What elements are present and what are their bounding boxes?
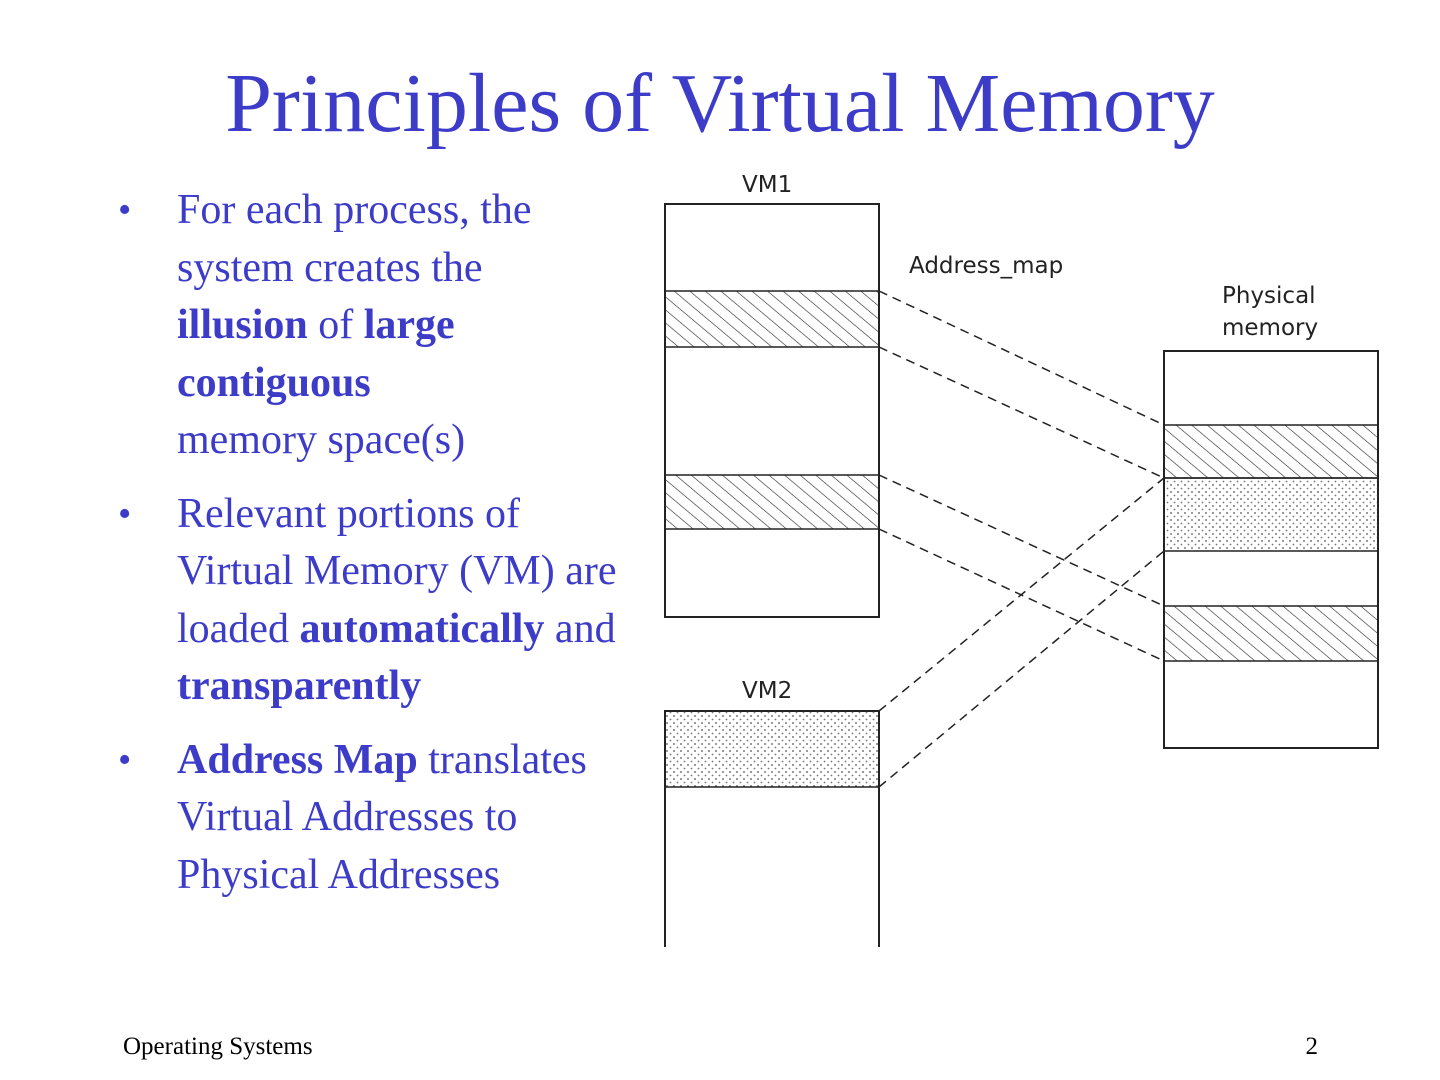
bullet-text: Address Map translates Virtual Addresses… [177,736,587,898]
bullet-dot-icon: • [118,738,132,781]
bullet-list: • For each process, the system creates t… [118,182,618,920]
bullet-item: • Relevant portions of Virtual Memory (V… [118,486,618,716]
footer-page-number: 2 [1305,1033,1319,1060]
vm1-segment-b [664,474,880,530]
vm1-block [664,203,880,618]
bullet-text: For each process, the system creates the… [177,187,532,463]
bullet-dot-icon: • [118,189,132,231]
footer-course-name: Operating Systems [123,1033,313,1060]
slide-title: Principles of Virtual Memory [225,57,1215,150]
physical-label-line2: memory [1222,315,1318,341]
mapping-lines [878,290,1165,788]
bullet-text: Relevant portions of Virtual Memory (VM)… [177,490,617,710]
address-map-label: Address_map [909,253,1063,279]
physical-segment-vm2 [1163,477,1379,552]
bullet-item: • For each process, the system creates t… [118,182,618,470]
physical-segment-a [1163,424,1379,479]
vm2-segment [664,710,880,788]
bullet-item: • Address Map translates Virtual Address… [118,732,618,905]
physical-label-line1: Physical [1222,283,1316,309]
vm1-label: VM1 [742,172,792,198]
physical-segment-b [1163,605,1379,662]
bullet-dot-icon: • [118,492,132,535]
vm1-segment-a [664,290,880,348]
vm2-label: VM2 [742,678,792,704]
